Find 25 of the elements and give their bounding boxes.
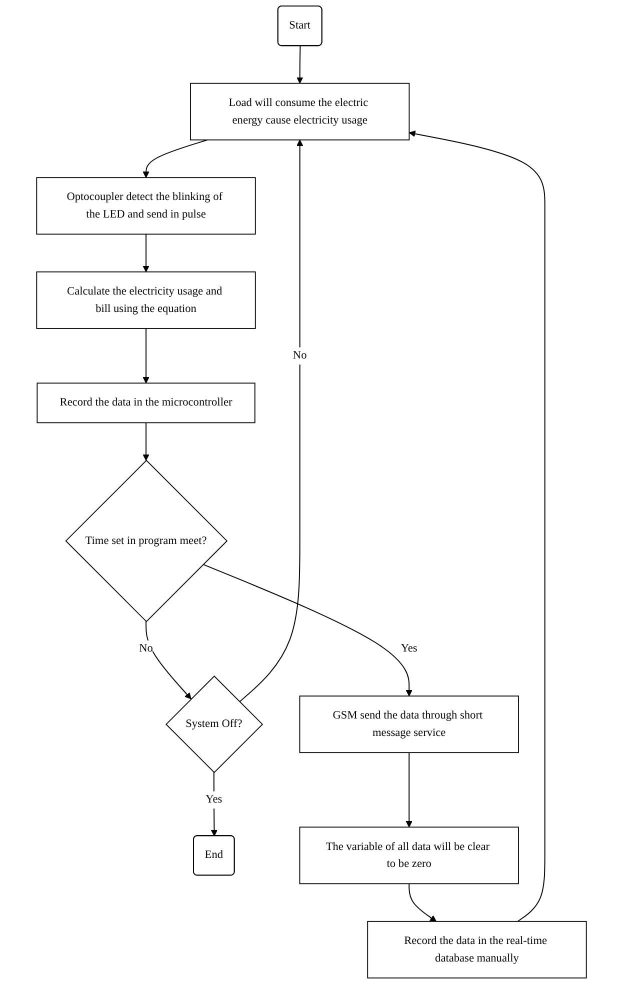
node-box: Record the data in the real-time database manually [367,920,587,978]
node-box: GSM send the data through short message service [299,696,519,754]
arrow [296,46,304,84]
arrow [146,621,192,700]
arrow [406,752,412,828]
arrow [142,234,150,272]
arrow [202,564,412,696]
arrow [142,422,150,461]
arrow [408,130,546,922]
node-box: Record the data in the microcontroller [36,382,256,424]
node-box: Load will consume the electric energy cause electricity usage [190,82,410,140]
node-diamond: System Off? [166,676,264,774]
edge-label: No [139,642,153,655]
arrow [142,139,208,178]
arrow [408,883,437,922]
node-box: Optocoupler detect the blinking of the LED and send in pulse [36,177,256,235]
edge-label: Yes [206,794,222,806]
arrow [142,328,150,384]
arrow [239,140,304,702]
edge-label: Yes [400,642,418,655]
arrow [210,772,218,836]
node-diamond: Time set in program meet? [65,460,228,622]
node-box: Calculate the electricity usage and bill using the equation [36,271,256,329]
node-box: The variable of all data will be clear to be zero [299,826,519,884]
edge-label: No [292,350,307,362]
